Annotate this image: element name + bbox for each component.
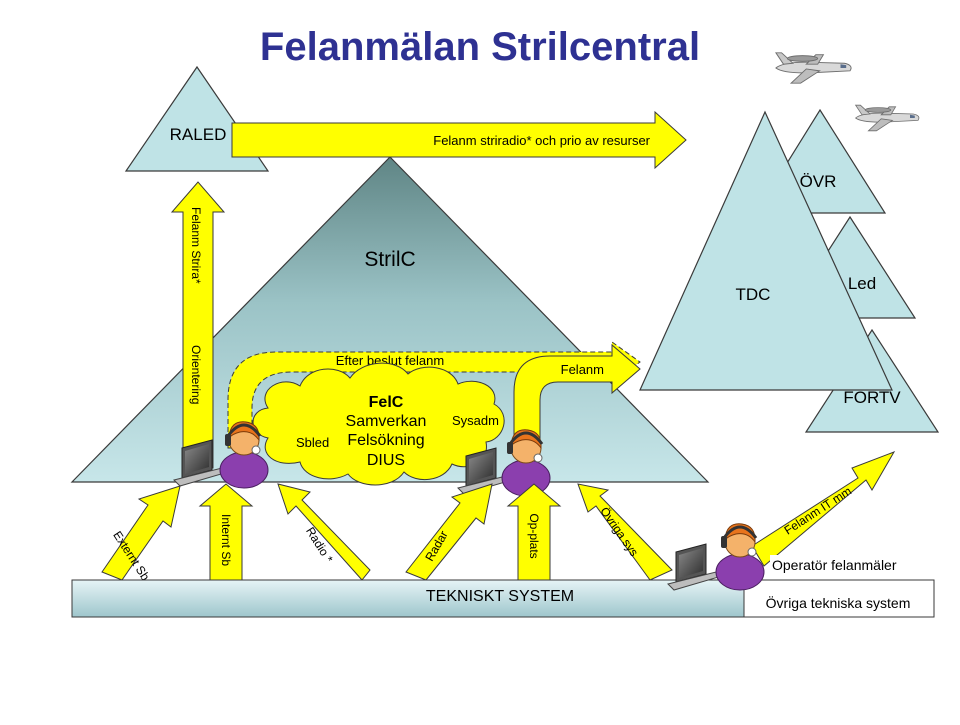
felanm-arrow [513,343,641,453]
operator-felanmaler-label: Operatör felanmäler [772,557,897,573]
ovriga-sys-arrow [577,483,673,581]
felc-cloud [252,362,505,486]
cloud-felc: FelC [369,394,404,411]
externt-sb-arrow [101,485,181,581]
ovriga-tekniska-system-box [743,579,935,618]
sbled-label: Sbled [296,435,329,450]
tdc-triangle [639,110,893,391]
raled-label: RALED [170,125,227,144]
internt-sb-label: Internt Sb [219,514,233,566]
fortv-label: FORTV [843,388,901,407]
led-label: Led [848,274,876,293]
airplane-icon [855,104,920,132]
operator-felanmaler-bg [770,555,918,573]
ovriga-tekniska-system-label: Övriga tekniska system [766,594,911,611]
ovr-label: ÖVR [800,172,837,191]
vertical-up-arrow [170,181,226,469]
tekniskt-system-bar [71,579,745,618]
op-plats-arrow [506,483,562,581]
tekniskt-system-label: TEKNISKT SYSTEM [426,588,574,605]
raled-report-arrow-label: Felanm striradio* och prio av resurser [433,133,650,148]
page-title: Felanmälan Strilcentral [260,25,700,69]
tdc-label: TDC [736,285,771,304]
sysadm-label: Sysadm [452,413,499,428]
vertical-up-arrow-label: Felanm Strira* [189,207,203,284]
op-plats-label: Op-plats [527,513,541,558]
orientering-label: Orientering [189,345,203,404]
radio-arrow [277,483,371,581]
operator-headset-icon [714,522,766,592]
cloud-felsokning: Felsökning [347,432,424,449]
strilc-label: StrilC [364,248,415,271]
efter-beslut-arrow-label: Efter beslut felanm [336,353,444,368]
internt-sb-arrow [198,483,254,581]
cloud-dius: DIUS [367,452,405,469]
felanm-it-arrow [751,451,896,567]
felanm-arrow-label: Felanm [561,362,604,377]
cloud-samverkan: Samverkan [346,413,427,430]
felanm-it-label: Felanm IT mm [782,484,854,538]
radar-arrow [405,483,493,581]
raled-report-arrow [231,110,687,170]
airplane-icon [775,52,852,84]
